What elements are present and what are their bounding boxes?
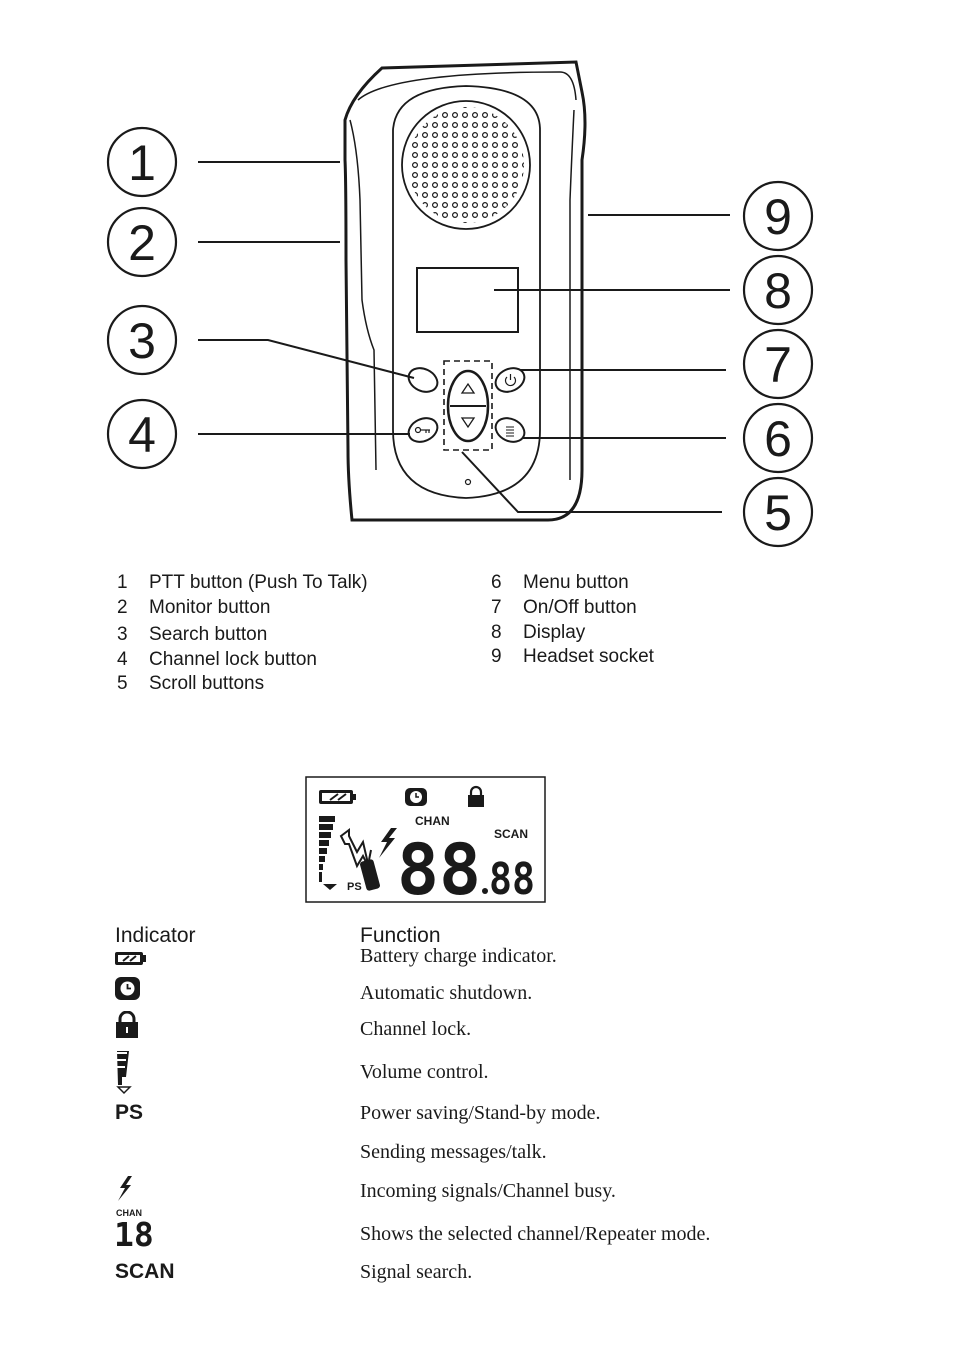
legend-label: On/Off button: [523, 597, 637, 618]
legend-label: Headset socket: [523, 646, 654, 667]
microphone-hole: [464, 478, 472, 486]
callout-1: 1: [128, 135, 156, 191]
scroll-button-frame: [443, 360, 493, 451]
legend-label: Channel lock button: [149, 649, 317, 670]
callout-9: 9: [764, 189, 792, 245]
function-text: Signal search.: [360, 1261, 473, 1283]
battery-icon: [115, 952, 146, 965]
volume-bar-icon: [319, 816, 337, 890]
callout-5: 5: [764, 485, 792, 541]
legend-label: Display: [523, 622, 586, 643]
lcd-ps-label: PS: [347, 881, 362, 893]
scan-indicator: SCAN: [115, 1260, 175, 1283]
function-text: Automatic shutdown.: [360, 982, 533, 1004]
volume-bar-icon: [116, 1051, 132, 1095]
menu-button[interactable]: [492, 414, 528, 447]
column-header-function: Function: [360, 924, 441, 947]
lock-icon: [116, 1011, 138, 1038]
lcd-big-digits: 88: [397, 829, 481, 903]
legend-number: 2: [117, 597, 128, 618]
lcd-display: CHAN SCAN PS 88 88: [305, 776, 546, 903]
clock-icon: [115, 977, 140, 1000]
scroll-buttons[interactable]: [446, 369, 490, 443]
legend-label: Menu button: [523, 572, 629, 593]
callout-3: 3: [128, 313, 156, 369]
legend-number: 3: [117, 624, 128, 645]
legend-number: 8: [491, 622, 502, 643]
legend-number: 6: [491, 572, 502, 593]
function-text: Shows the selected channel/Repeater mode…: [360, 1223, 711, 1245]
on-off-button[interactable]: [492, 364, 528, 397]
callout-2: 2: [128, 215, 156, 271]
function-text: Incoming signals/Channel busy.: [360, 1180, 616, 1202]
lcd-chan-label: CHAN: [415, 814, 450, 828]
function-text: Channel lock.: [360, 1018, 472, 1040]
function-text: Power saving/Stand-by mode.: [360, 1102, 601, 1124]
lightning-icon: [118, 1176, 132, 1201]
legend-label: Monitor button: [149, 597, 271, 618]
legend-number: 7: [491, 597, 502, 618]
search-button[interactable]: [405, 364, 441, 397]
menu-icon: [506, 426, 514, 437]
clock-icon: [405, 788, 427, 806]
legend-number: 9: [491, 646, 502, 667]
function-text: Sending messages/talk.: [360, 1141, 547, 1163]
leader-lines: [198, 161, 730, 513]
speaker-grille: [408, 107, 524, 223]
ps-indicator: PS: [115, 1101, 144, 1124]
callout-7: 7: [764, 337, 792, 393]
legend-label: Search button: [149, 624, 268, 645]
legend-number: 5: [117, 673, 128, 694]
display-window: [416, 267, 519, 333]
chan-small-label: CHAN: [116, 1208, 142, 1218]
callout-circles: [106, 126, 814, 548]
function-text: Battery charge indicator.: [360, 945, 557, 967]
legend-label: PTT button (Push To Talk): [149, 572, 368, 593]
callout-4: 4: [128, 407, 156, 463]
key-icon: [414, 426, 430, 434]
column-header-indicator: Indicator: [115, 924, 196, 947]
legend-number: 4: [117, 649, 128, 670]
radio-diagram: 1 2 3 4 5 6 7 8 9: [106, 60, 814, 548]
arrow-up-icon: [460, 382, 476, 394]
lcd-scan-label: SCAN: [494, 827, 528, 841]
legend-number: 1: [117, 572, 128, 593]
lightning-icon: [379, 828, 397, 858]
handset-icon: [360, 849, 380, 891]
channel-lock-button[interactable]: [405, 414, 441, 447]
channel-digits-icon: 18: [114, 1215, 154, 1254]
lock-icon: [468, 785, 484, 807]
power-icon: [504, 374, 517, 387]
arrow-down-icon: [460, 417, 476, 429]
legend-label: Scroll buttons: [149, 673, 265, 694]
lcd-small-digits: 88: [489, 854, 535, 903]
callout-6: 6: [764, 411, 792, 467]
callout-8: 8: [764, 263, 792, 319]
lcd-decimal-dot: [482, 888, 488, 894]
function-text: Volume control.: [360, 1061, 489, 1083]
battery-icon: [319, 790, 356, 804]
